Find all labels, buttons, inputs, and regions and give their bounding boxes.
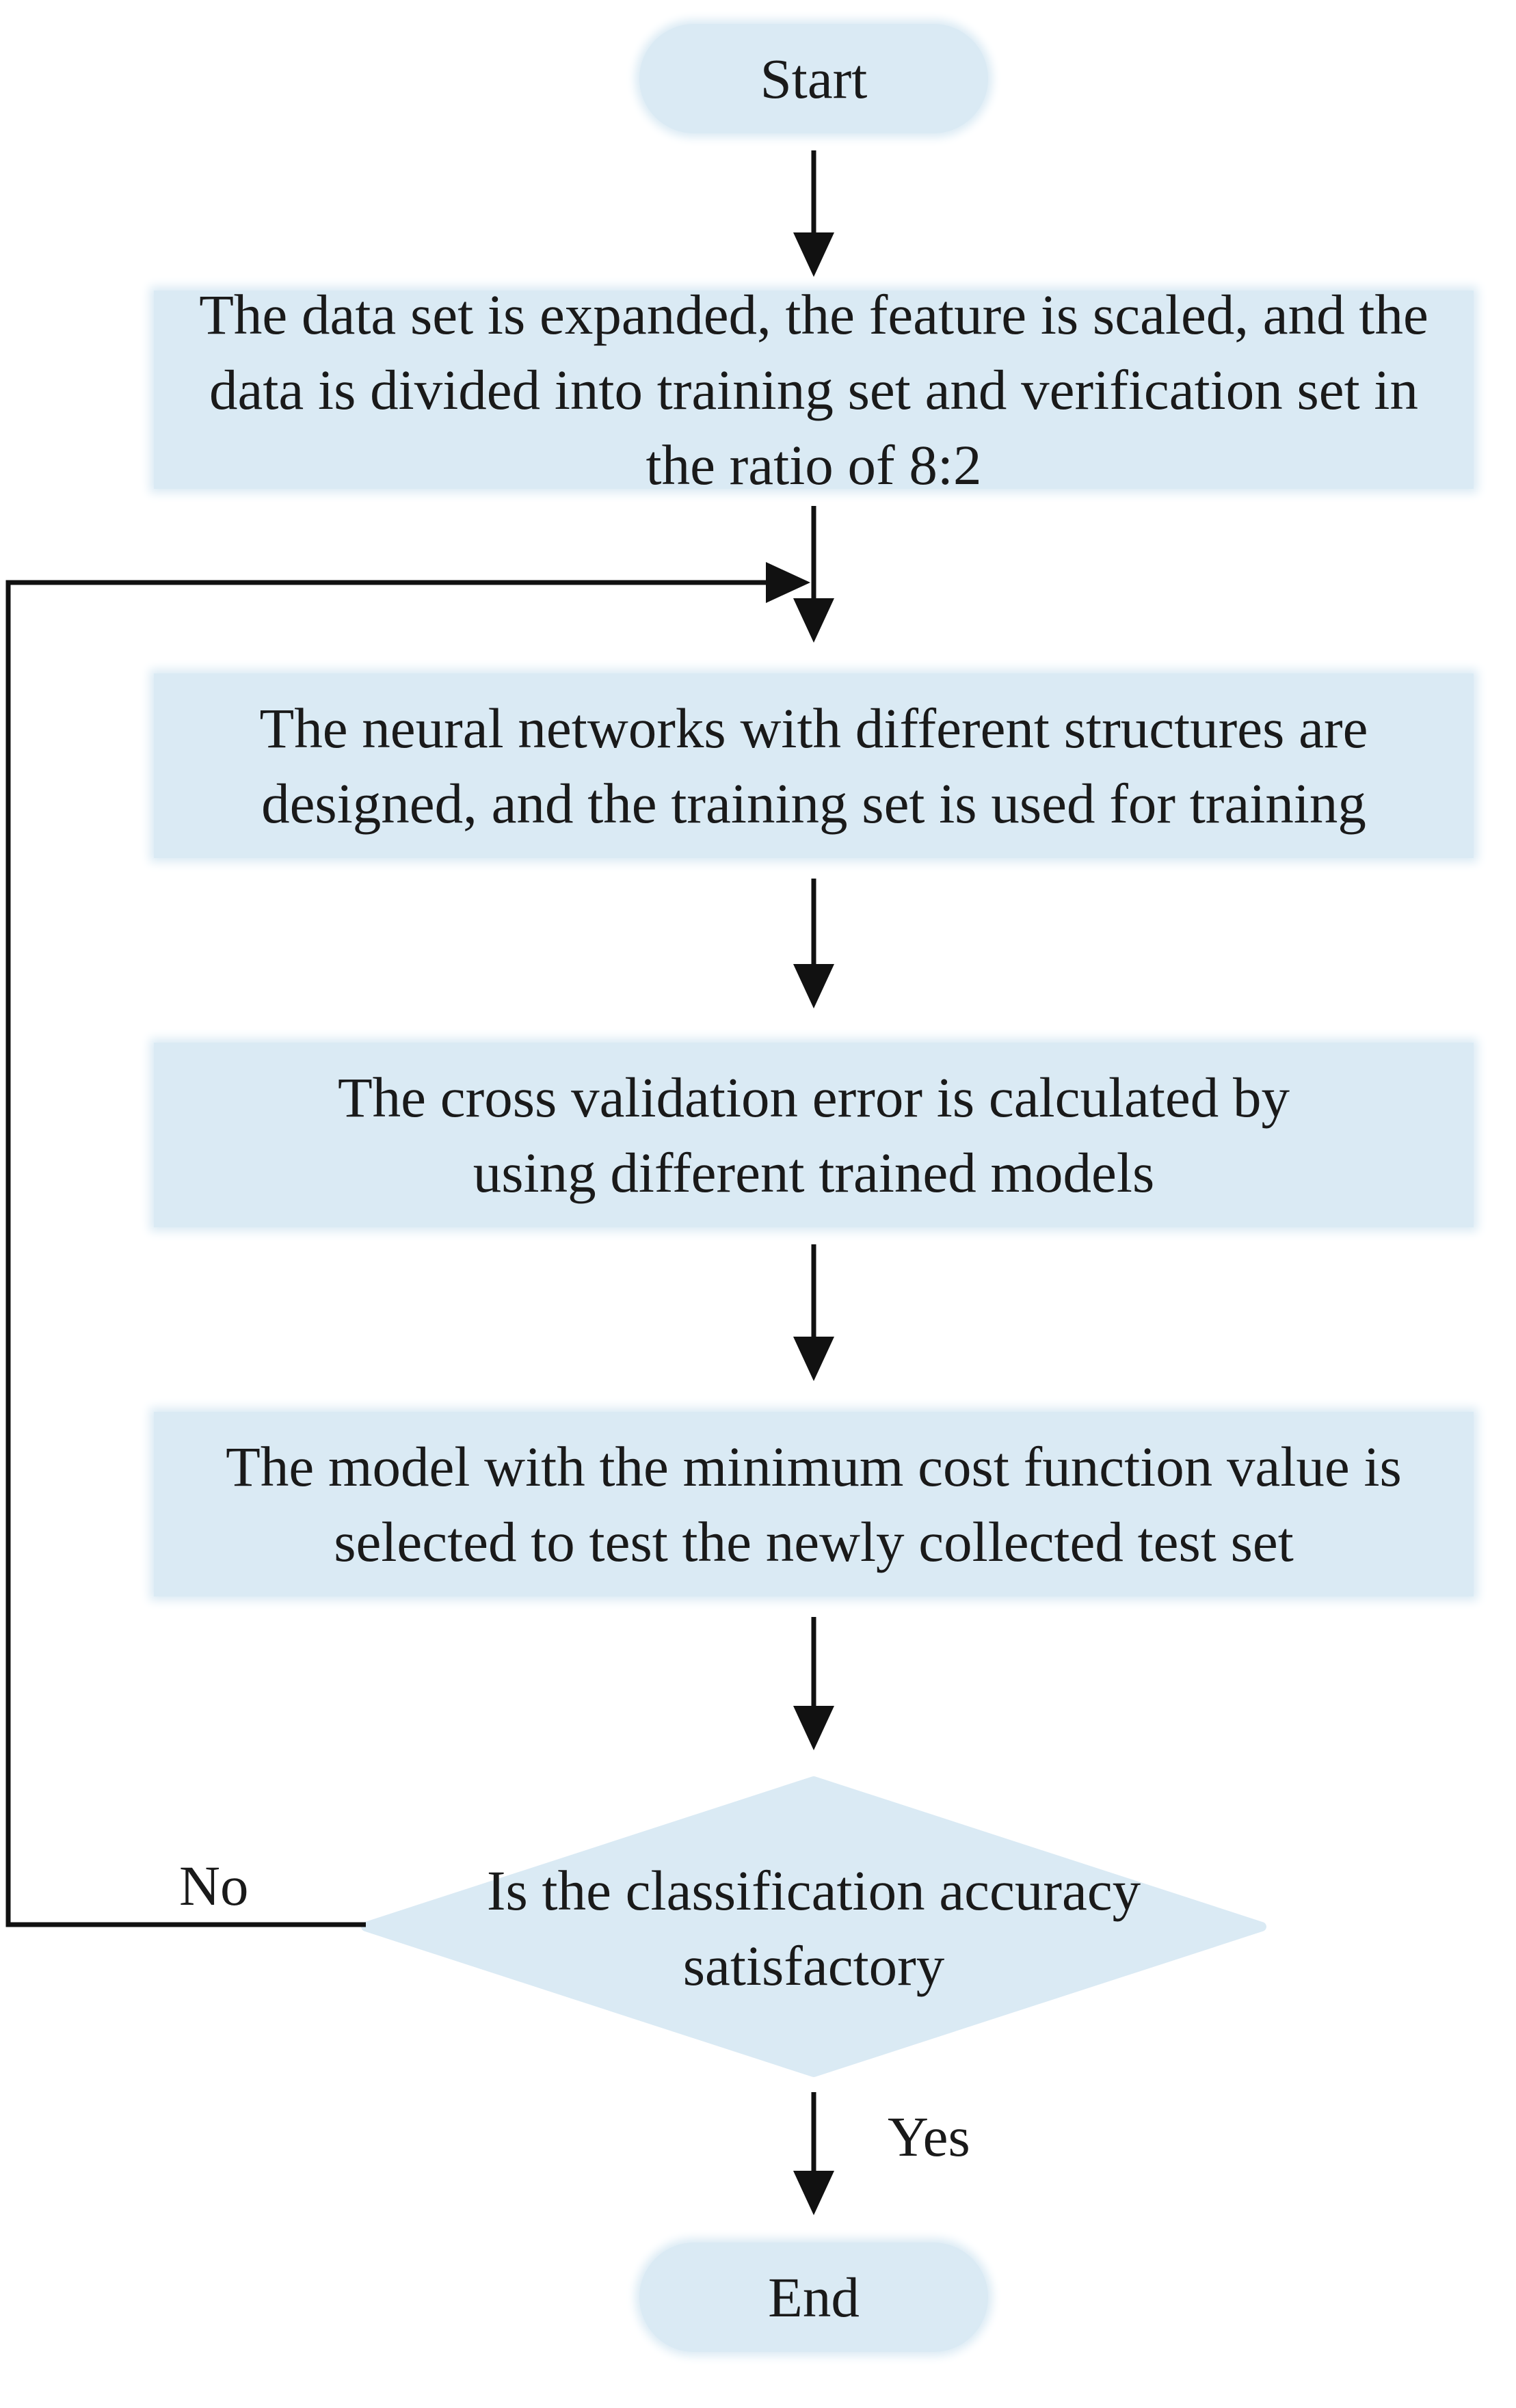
process-step-3-text: The cross validation error is calculated… bbox=[337, 1066, 1290, 1204]
start-node: Start bbox=[639, 24, 988, 133]
arrowheads bbox=[766, 232, 834, 2215]
process-step-2: The neural networks with different struc… bbox=[154, 673, 1474, 858]
end-node: End bbox=[639, 2243, 988, 2352]
arrowhead-step2 bbox=[793, 598, 834, 643]
yes-label: Yes bbox=[888, 2105, 970, 2168]
arrowhead-step4 bbox=[793, 1337, 834, 1381]
arrowhead-step3 bbox=[793, 964, 834, 1008]
process-step-4-text: The model with the minimum cost function… bbox=[226, 1435, 1402, 1573]
process-step-1-text: The data set is expanded, the feature is… bbox=[199, 283, 1428, 496]
no-loop-path bbox=[5, 580, 780, 1927]
end-label: End bbox=[768, 2266, 860, 2329]
decision-label-box: Is the classification accuracy satisfact… bbox=[438, 1846, 1190, 2010]
arrowhead-decision bbox=[793, 1706, 834, 1750]
process-step-4: The model with the minimum cost function… bbox=[154, 1412, 1474, 1596]
arrowhead-end bbox=[793, 2171, 834, 2215]
decision-diamond bbox=[361, 1776, 1266, 2077]
process-step-3: The cross validation error is calculated… bbox=[154, 1043, 1474, 1227]
arrowhead-step1 bbox=[793, 232, 834, 277]
process-step-1: The data set is expanded, the feature is… bbox=[154, 283, 1474, 496]
process-step-2-text: The neural networks with different struc… bbox=[259, 697, 1368, 835]
start-label: Start bbox=[760, 47, 868, 110]
arrowhead-loop bbox=[766, 562, 810, 603]
decision-text: Is the classification accuracy satisfact… bbox=[486, 1859, 1141, 1997]
no-label: No bbox=[179, 1854, 249, 1917]
